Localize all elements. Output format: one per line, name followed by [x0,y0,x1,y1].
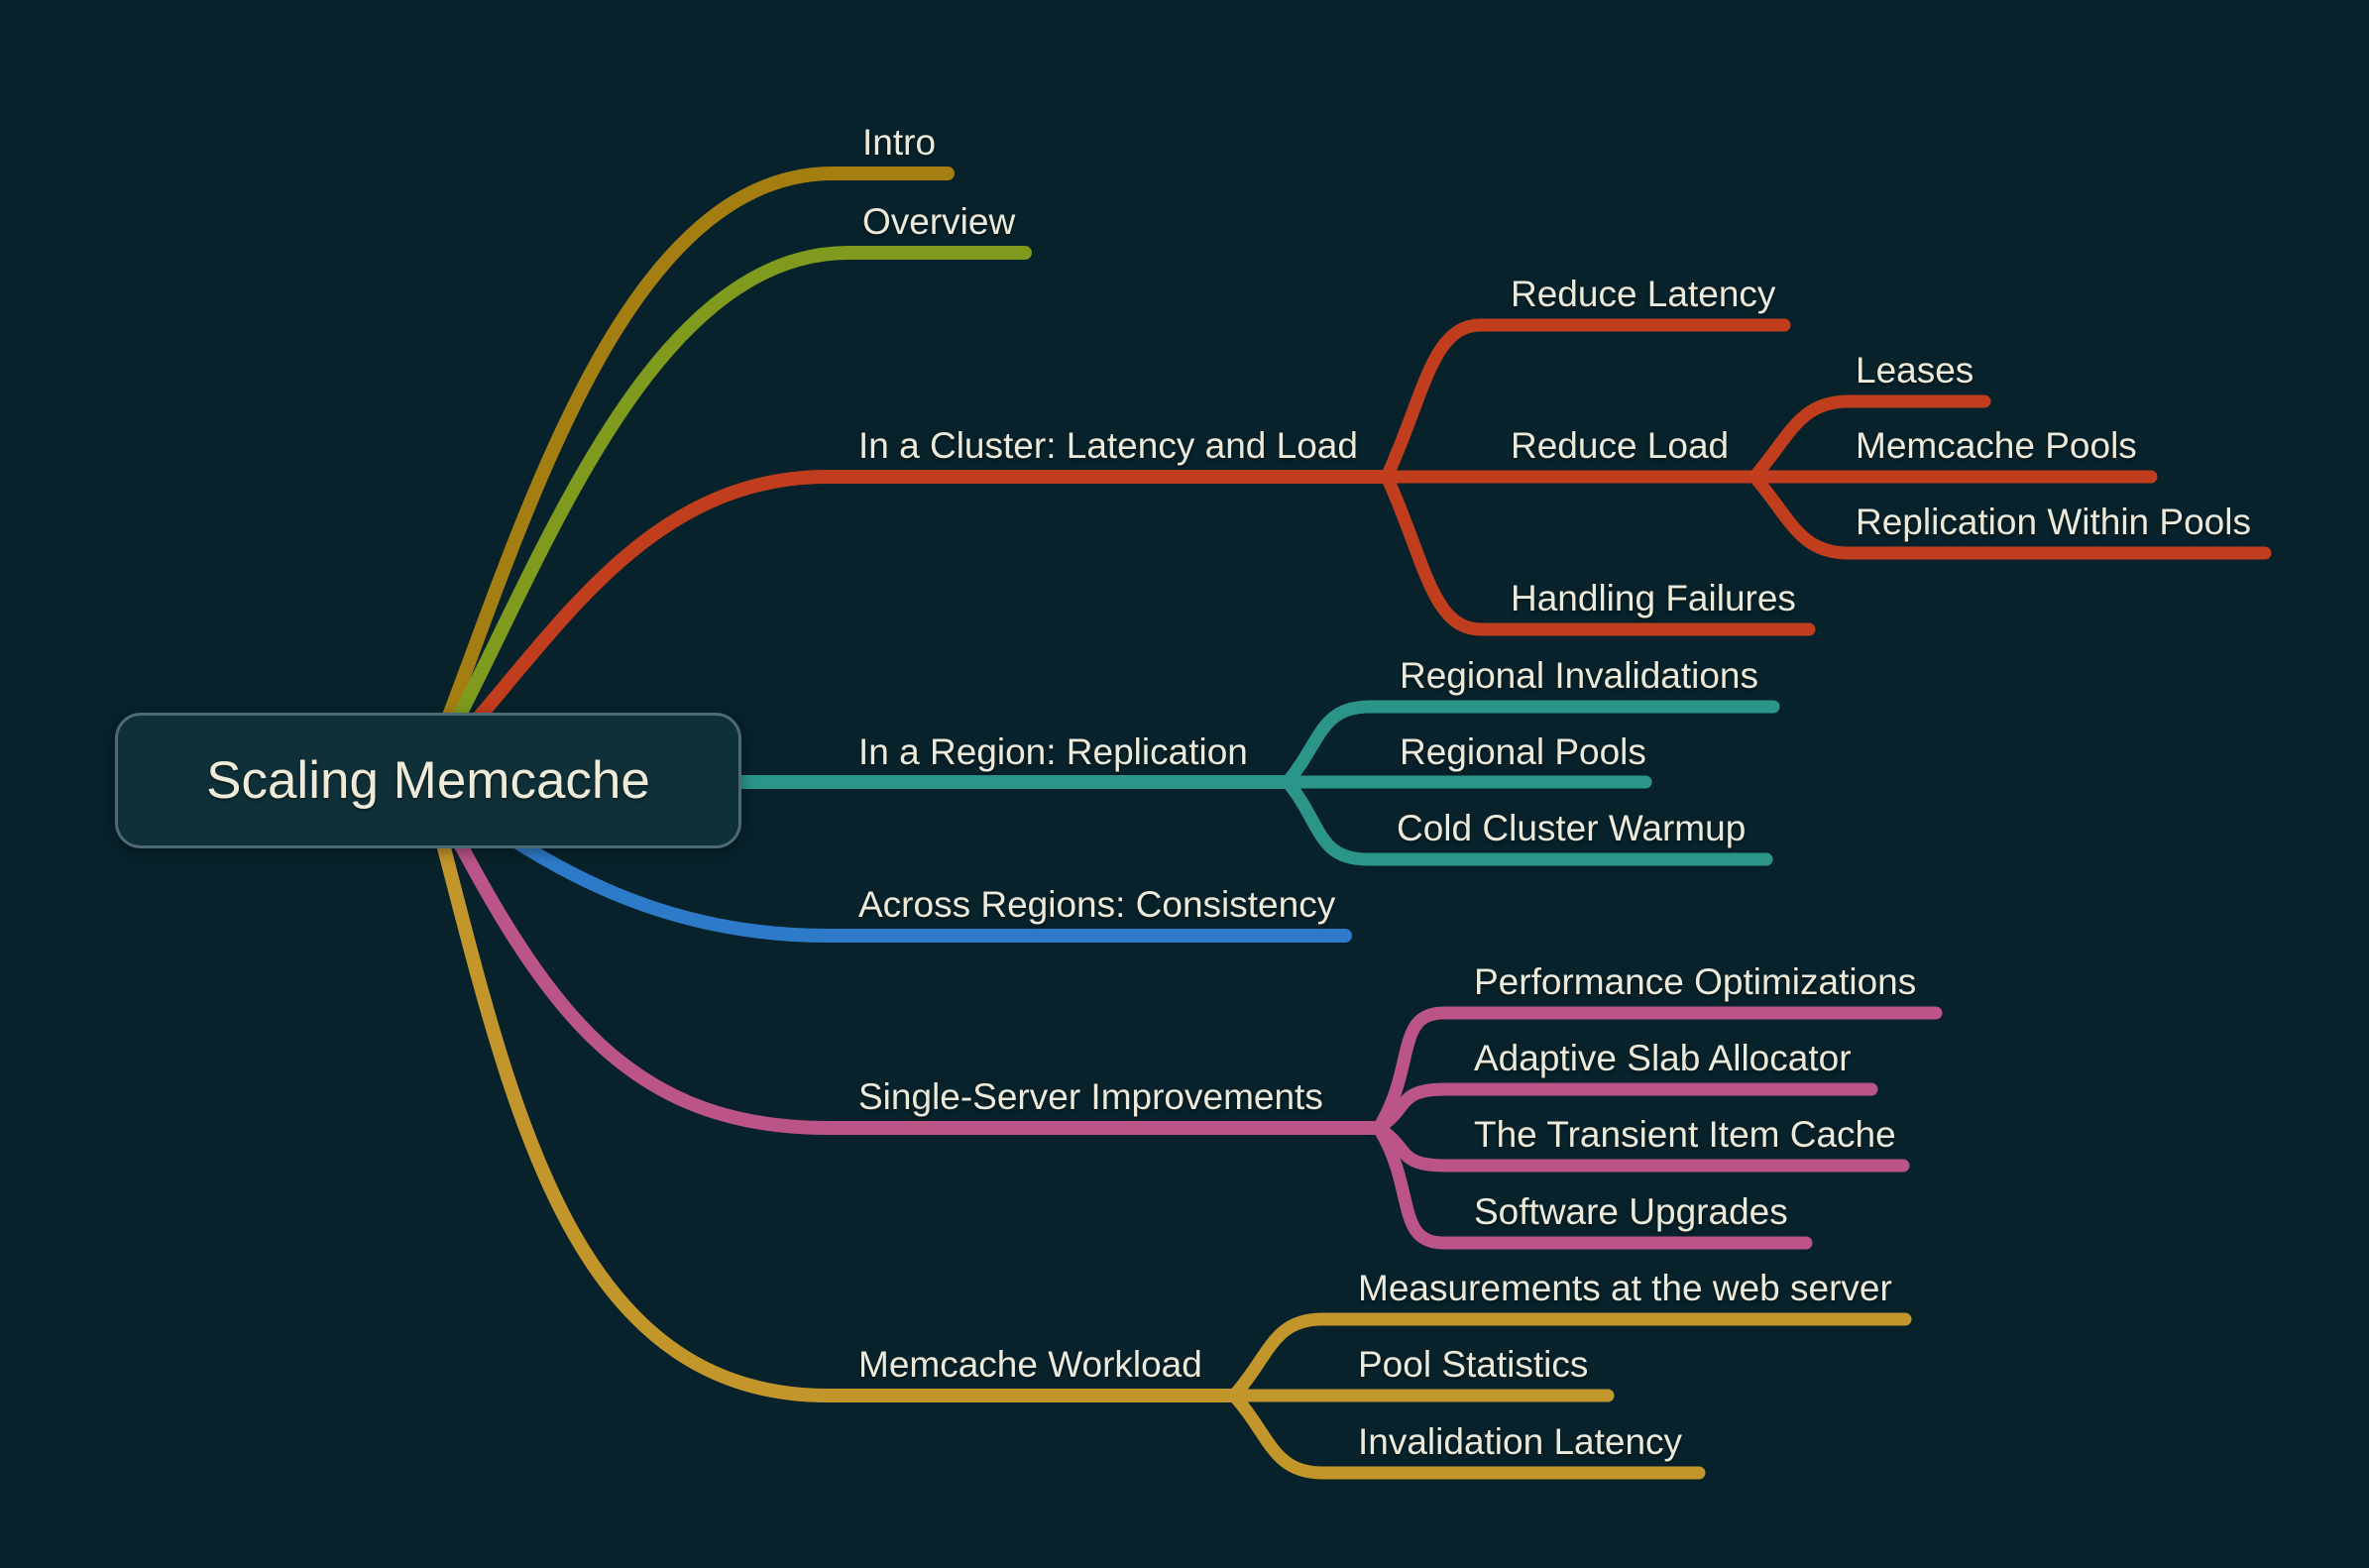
mindmap-node-replication-within-pools[interactable]: Replication Within Pools [1856,502,2251,542]
mindmap-node-single-server[interactable]: Single-Server Improvements [858,1076,1323,1117]
branch-regional-invalidations-connector [1281,700,1780,789]
branch-performance-optimizations-connector [1372,1006,1943,1135]
mindmap-node-reduce-latency[interactable]: Reduce Latency [1511,274,1776,314]
branch-overview-connector [418,246,1032,784]
mindmap-node-cluster[interactable]: In a Cluster: Latency and Load [858,425,1358,466]
branch-adaptive-slab-allocator-connector [1372,1082,1878,1135]
branch-invalidation-latency-connector [1227,1389,1706,1480]
mindmap-node-overview[interactable]: Overview [862,201,1016,242]
mindmap-node-adaptive-slab-allocator[interactable]: Adaptive Slab Allocator [1474,1038,1852,1078]
mindmap-node-measurements-web-server[interactable]: Measurements at the web server [1358,1268,1892,1308]
mindmap-node-workload[interactable]: Memcache Workload [858,1344,1202,1385]
branch-replication-within-pools-connector [1748,470,2272,560]
mindmap-node-region[interactable]: In a Region: Replication [858,731,1248,772]
branch-leases-connector [1748,394,1991,484]
mindmap-node-handling-failures[interactable]: Handling Failures [1511,578,1796,618]
branch-workload-connector [418,770,1241,1402]
branch-handling-failures-connector [1380,470,1816,636]
mindmap-node-transient-item-cache[interactable]: The Transient Item Cache [1474,1114,1896,1155]
branch-measurements-web-server-connector [1227,1312,1912,1402]
mindmap-root-node[interactable]: Scaling Memcache [115,713,741,848]
mindmap-node-invalidation-latency[interactable]: Invalidation Latency [1358,1421,1683,1462]
mindmap-node-reduce-load[interactable]: Reduce Load [1511,425,1730,466]
mindmap-node-software-upgrades[interactable]: Software Upgrades [1474,1191,1788,1232]
root-node-title: Scaling Memcache [206,751,650,810]
mindmap-node-leases[interactable]: Leases [1856,350,1974,391]
branch-software-upgrades-connector [1372,1121,1813,1250]
mindmap-node-across-regions[interactable]: Across Regions: Consistency [858,884,1336,925]
branch-intro-connector [418,167,955,784]
mindmap-node-pool-statistics[interactable]: Pool Statistics [1358,1344,1589,1385]
mindmap-node-regional-invalidations[interactable]: Regional Invalidations [1400,655,1759,696]
mindmap-node-intro[interactable]: Intro [862,122,937,163]
branch-reduce-latency-connector [1380,318,1791,484]
mindmap-node-regional-pools[interactable]: Regional Pools [1400,731,1646,772]
branch-single-server-connector [418,770,1386,1135]
mindmap-node-cold-cluster-warmup[interactable]: Cold Cluster Warmup [1397,808,1747,848]
mindmap-node-memcache-pools[interactable]: Memcache Pools [1856,425,2137,466]
mindmap-node-performance-optimizations[interactable]: Performance Optimizations [1474,961,1917,1002]
branch-cold-cluster-warmup-connector [1281,775,1773,866]
